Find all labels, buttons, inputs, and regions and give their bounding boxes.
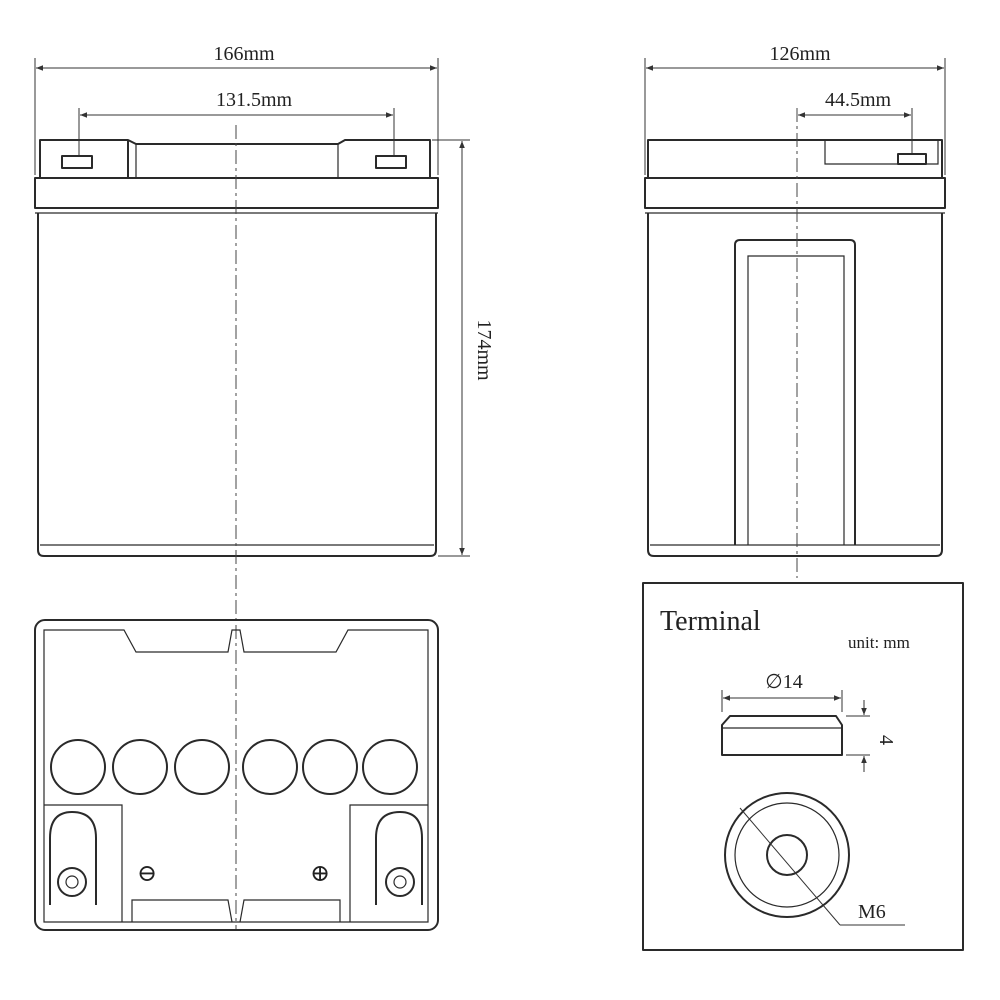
handle-slot	[734, 239, 856, 545]
top-terminal-left	[57, 867, 87, 897]
top-outline	[34, 619, 439, 931]
side-terminal-offset-label: 44.5mm	[825, 89, 892, 111]
vent-cap-5	[302, 739, 358, 795]
terminal-top-outer	[724, 792, 850, 918]
top-terminal-right	[385, 867, 415, 897]
vent-cap-3	[174, 739, 230, 795]
terminal-bolt-hole	[766, 834, 808, 876]
front-terminal-right	[375, 155, 407, 169]
side-body	[647, 213, 943, 557]
vent-cap-1	[50, 739, 106, 795]
front-body	[37, 213, 437, 557]
front-terminal-spacing-label: 131.5mm	[216, 89, 293, 111]
front-view: 166mm 131.5mm 174mm	[34, 43, 495, 930]
terminal-diameter-label: ∅14	[765, 671, 802, 693]
side-view: 126mm 44.5mm	[644, 43, 946, 578]
side-width-label: 126mm	[769, 43, 831, 65]
thread-label: M6	[858, 901, 886, 923]
side-terminal	[897, 153, 927, 165]
terminal-title: Terminal	[660, 606, 761, 637]
front-width-label: 166mm	[213, 43, 275, 65]
unit-label: unit: mm	[848, 633, 910, 652]
front-terminal-left	[61, 155, 93, 169]
negative-polarity-symbol: ⊖	[137, 861, 157, 887]
terminal-detail-box: Terminal unit: mm ∅14 4 M6	[642, 582, 964, 951]
vent-cap-4	[242, 739, 298, 795]
terminal-profile	[721, 715, 843, 756]
top-view: ⊖ ⊕	[34, 619, 439, 931]
front-height-label: 174mm	[473, 319, 495, 381]
vent-cap-6	[362, 739, 418, 795]
vent-cap-2	[112, 739, 168, 795]
positive-polarity-symbol: ⊕	[310, 861, 330, 887]
terminal-height-label: 4	[875, 735, 897, 745]
